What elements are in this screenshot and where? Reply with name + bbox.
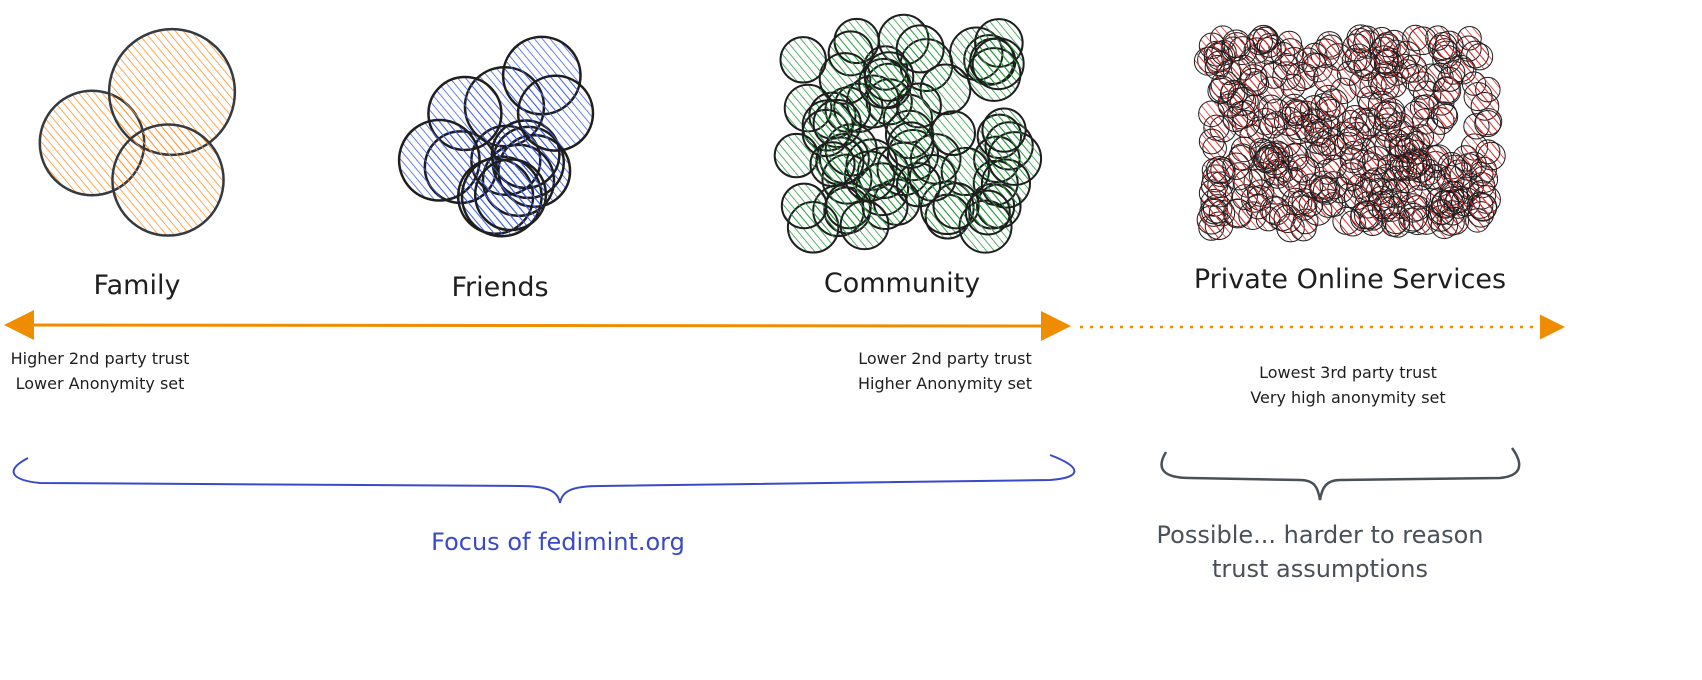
community-circle [863,51,915,102]
private-circle [1339,147,1366,174]
private-circle [1452,145,1479,172]
possible-line: Possible... harder to reason [1156,521,1484,549]
friends-circle [473,158,548,232]
private-circle [1474,110,1502,138]
private-circle [1381,205,1411,234]
private-circle [1313,64,1342,93]
label-family: Family [93,270,181,301]
right-text-line: Very high anonymity set [1250,388,1446,407]
private-circle [1432,103,1459,130]
private-circle [1259,113,1285,139]
private-circle [1475,139,1501,165]
spectrum-arrow [4,310,1071,341]
left-spectrum-text: Higher 2nd party trust Lower Anonymity s… [11,346,190,396]
private-circle [1239,68,1268,97]
private-circle [1198,128,1225,155]
clusters [38,13,1506,254]
community-circle [981,107,1027,153]
cluster-family [38,27,237,237]
focus-brace [12,454,1076,504]
possible-line: trust assumptions [1211,555,1429,583]
private-circle [1270,41,1296,67]
community-circle [812,98,862,149]
private-circle [1361,146,1391,176]
private-circle [1287,154,1316,183]
private-circle [1367,90,1397,120]
private-circle [1246,28,1273,56]
cluster-community [773,13,1043,254]
community-circle [779,36,827,84]
private-circle [1475,76,1501,103]
right-spectrum-text: Lowest 3rd party trust Very high anonymi… [1250,360,1445,410]
community-circle [887,121,935,169]
private-circle [1425,25,1451,51]
community-circle [971,37,1025,91]
mid-text-line: Higher Anonymity set [857,374,1033,393]
community-circle [839,200,890,251]
private-circle [1436,164,1465,193]
focus-label: Focus of fedimint.org [431,528,685,556]
private-circle [1466,192,1494,219]
private-circle [1291,195,1317,221]
left-text-line: Higher 2nd party trust [10,349,190,368]
private-circle [1466,43,1494,71]
private-circle [1437,66,1463,92]
private-circle [1374,32,1400,58]
community-circle [964,189,1011,236]
private-circle [1222,152,1250,180]
private-circle [1342,33,1371,62]
community-circle [809,141,856,188]
friends-circle [397,118,481,202]
private-circle [1206,50,1232,77]
private-circle [1427,198,1455,226]
label-private-online-services: Private Online Services [1193,264,1507,295]
private-circle [1336,109,1364,137]
private-circle [1260,146,1290,176]
possible-label: Possible... harder to reason trust assum… [1157,518,1484,586]
possible-brace [1160,447,1521,501]
mid-text-line: Lower 2nd party trust [858,349,1032,368]
private-circle [1207,181,1233,208]
cluster-private [1193,24,1506,243]
private-circle [1402,24,1429,52]
label-friends: Friends [451,272,549,303]
private-circle [1315,96,1341,122]
private-circle [1295,113,1325,144]
right-text-line: Lowest 3rd party trust [1259,363,1437,382]
community-circle [780,182,828,230]
label-community: Community [823,268,981,299]
friends-circle [516,74,595,152]
left-text-line: Lower Anonymity set [15,374,185,393]
family-circle [111,123,225,237]
private-circle [1198,100,1225,128]
mid-spectrum-text: Lower 2nd party trust Higher Anonymity s… [858,346,1032,396]
private-circle [1401,63,1429,92]
private-circle [1245,193,1272,220]
private-circle [1209,75,1237,103]
community-circle [896,162,942,208]
private-circle [1395,152,1425,181]
private-circle [1402,100,1430,129]
cluster-friends [397,35,595,238]
private-circle [1222,106,1249,133]
